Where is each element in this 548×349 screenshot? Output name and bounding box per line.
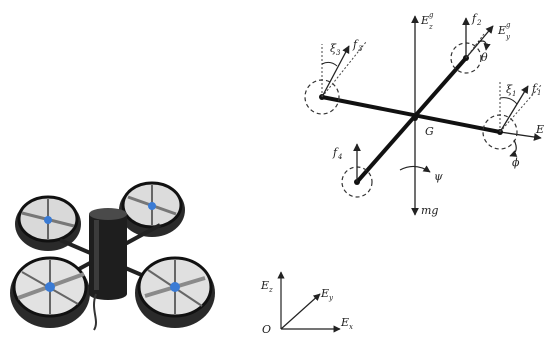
svg-text:y: y xyxy=(505,33,511,41)
svg-text:f: f xyxy=(531,82,538,95)
inertial-frame: O E z E y E x xyxy=(260,271,353,336)
label-ex: E xyxy=(535,123,544,136)
label-psi: ψ xyxy=(434,170,443,183)
label-f3: f 3 xyxy=(352,38,363,53)
label-o: O xyxy=(262,323,271,336)
label-mg: mg xyxy=(421,204,438,217)
label-xi3: ξ 3 xyxy=(330,42,341,57)
duct-back-right xyxy=(119,181,185,237)
svg-text:x: x xyxy=(349,323,353,331)
label-inertial-ex: E x xyxy=(340,316,353,331)
label-f2: f 2 xyxy=(471,12,482,27)
central-body xyxy=(89,208,127,300)
label-f1: f 1 xyxy=(531,82,541,97)
duct-front-right xyxy=(135,256,215,328)
inertial-y-axis xyxy=(280,293,321,330)
svg-text:y: y xyxy=(328,294,334,302)
svg-text:ξ: ξ xyxy=(330,42,337,55)
svg-text:4: 4 xyxy=(337,153,342,161)
svg-text:3: 3 xyxy=(358,45,363,53)
label-xi1: ξ 1 xyxy=(506,83,516,98)
svg-text:z: z xyxy=(428,23,433,31)
svg-text:f: f xyxy=(352,38,359,51)
body-frame-schematic: E z g E y g E f 1 f 2 f 3 f 4 ξ 1 xyxy=(304,11,544,217)
duct-front-left xyxy=(10,256,90,328)
svg-text:ξ: ξ xyxy=(506,83,513,96)
svg-text:E: E xyxy=(420,14,429,27)
label-g: G xyxy=(425,125,434,138)
duct-back-left xyxy=(15,195,81,251)
svg-text:E: E xyxy=(497,24,506,37)
svg-text:f: f xyxy=(471,12,478,25)
svg-text:E: E xyxy=(340,316,349,329)
svg-text:E: E xyxy=(320,287,329,300)
svg-text:2: 2 xyxy=(476,19,482,27)
svg-text:1: 1 xyxy=(512,90,516,98)
label-inertial-ey: E y xyxy=(320,287,334,302)
svg-text:1: 1 xyxy=(537,89,541,97)
svg-text:g: g xyxy=(429,11,434,19)
svg-text:3: 3 xyxy=(336,49,341,57)
label-f4: f 4 xyxy=(332,146,342,161)
ex-axis xyxy=(499,131,542,141)
label-inertial-ez: E z xyxy=(260,279,273,294)
arm-2-4 xyxy=(355,56,468,184)
arm-3-1 xyxy=(321,95,501,134)
svg-text:g: g xyxy=(506,21,511,29)
label-theta: θ xyxy=(481,51,488,64)
label-phi: ϕ xyxy=(512,156,520,169)
label-ez: E z g xyxy=(420,11,434,31)
svg-text:z: z xyxy=(268,286,273,294)
force-f1-arrow xyxy=(499,85,529,133)
force-f3-arrow xyxy=(321,45,350,98)
svg-text:E: E xyxy=(260,279,269,292)
quadrotor-photo xyxy=(10,181,215,331)
svg-text:f: f xyxy=(332,146,339,159)
label-ey: E y g xyxy=(497,21,511,41)
